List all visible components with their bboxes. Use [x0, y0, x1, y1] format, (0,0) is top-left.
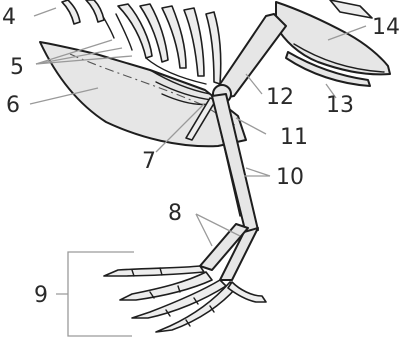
label-5: 5 [10, 55, 24, 80]
label-10: 10 [276, 165, 304, 190]
label-9: 9 [34, 283, 48, 308]
label-13: 13 [326, 93, 354, 118]
label-12: 12 [266, 85, 294, 110]
toes [104, 266, 266, 332]
pygostyle [330, 0, 372, 18]
upper-bones [62, 0, 104, 24]
label-14: 14 [372, 15, 400, 40]
label-6: 6 [6, 93, 20, 118]
label-11: 11 [280, 125, 308, 150]
label-7: 7 [142, 149, 156, 174]
label-4: 4 [2, 5, 16, 30]
label-8: 8 [168, 201, 182, 226]
foot-bracket [56, 252, 134, 336]
